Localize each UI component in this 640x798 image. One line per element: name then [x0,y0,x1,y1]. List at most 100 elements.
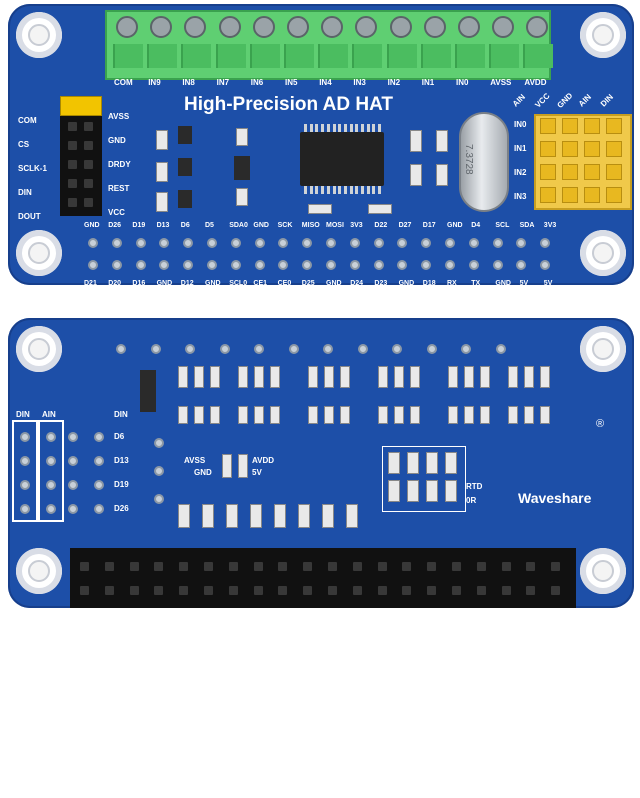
v5-label: 5V [252,468,262,477]
gpio-top-label: MISO [301,222,320,229]
ain-box [38,420,64,522]
chip-pin [366,124,370,132]
gpio-pad [278,238,289,248]
gpio-pad [183,238,194,248]
header-pin [68,160,77,169]
mount-hole-br [580,548,626,594]
rtd-label: RTD [466,482,483,491]
terminal-slot [249,44,280,68]
din-box-label: DIN [16,410,30,419]
gpio-top-label: D5 [205,222,214,229]
gpio-top-label: D17 [422,222,436,229]
ext-pin [68,504,78,514]
gpio-pad [326,260,336,270]
waveshare-logo-icon [522,742,598,792]
back-resistor [178,406,188,424]
terminal-screw [150,16,173,38]
back-hole [116,344,126,354]
back-resistor [238,366,248,388]
back-resistor [324,406,334,424]
gpio-pad [540,238,551,248]
config-label-right: VCC [108,208,125,217]
terminal-slot [420,44,451,68]
terminal-screw [423,16,446,38]
gpio-header-pin [452,586,461,595]
gpio-pad [516,238,527,248]
input-pin [584,164,600,180]
chip-pin [343,186,347,194]
mount-hole-tl [16,12,62,58]
capacitor [236,188,248,206]
gpio-pad [88,238,98,248]
din-pin [20,480,30,490]
gpio-pad [397,238,408,248]
terminal-screw [184,16,207,38]
terminal-screw [116,16,138,38]
rtd-box [382,446,466,512]
terminal-slot [318,44,349,68]
gpio-top-label: D22 [374,222,388,229]
or-label: 0R [466,496,477,505]
gpio-header-pin [80,562,89,571]
back-resistor [540,366,550,388]
gpio-header-pin [129,562,139,571]
gpio-header-pin [476,586,486,595]
gnd-label: GND [194,468,212,477]
back-resistor [464,406,474,424]
gpio-bottom-label: D12 [180,280,194,287]
back-resistor [308,406,318,424]
avdd-label: AVDD [252,456,275,465]
input-pin [584,187,600,203]
gpio-pad [373,260,384,270]
adc-chip [300,132,384,186]
gpio-pad [88,260,98,270]
gpio-bottom-label: CE1 [253,280,268,287]
back-hole [185,344,195,354]
input-header-row-label: IN2 [514,168,527,177]
input-pin [562,187,578,203]
gpio-pad [159,238,170,248]
gpio-pad [492,260,503,270]
gpio-header-pin [476,562,486,571]
bottom-resistor [250,504,262,528]
gpio-top-label: SDA0 [229,222,248,229]
gpio-bottom-label: RX [447,280,457,287]
input-header-col-label: AIN [510,92,527,109]
config-label-left: DIN [18,188,32,197]
rtd-pad [407,452,419,474]
gpio-pad [183,260,194,270]
back-resistor [210,406,220,424]
input-header-col-label: DIN [598,92,615,109]
gpio-header-pin [154,586,164,595]
mount-hole-tr [580,12,626,58]
ext-pin [68,432,78,442]
gpio-header-pin [253,562,263,571]
test-pad [154,438,164,448]
brand-name: Waveshare [518,490,592,506]
gpio-pad [230,238,241,248]
back-hole [254,344,264,354]
back-resistor [394,406,404,424]
gpio-header-pin [228,586,238,595]
rtd-pad [426,452,438,474]
chip-pin [315,186,319,194]
gpio-pad [135,260,146,270]
gpio-header-pin [278,586,288,595]
capacitor [236,128,248,146]
gpio-bottom-label: D18 [422,280,436,287]
transistor-3 [178,190,192,208]
back-hole [426,344,437,354]
din-box [12,420,38,522]
chip-pin [326,124,330,132]
gpio-header-pin [526,562,536,571]
input-pin [606,118,622,134]
chip-pin [355,186,359,194]
gpio-header-pin [129,586,139,595]
config-label-left: SCLK-1 [18,164,47,173]
terminal-slot [147,44,178,68]
terminal-label: IN4 [319,78,332,87]
back-resistor [378,366,388,388]
gpio-bottom-label: GND [205,280,221,287]
back-resistor [410,406,420,424]
